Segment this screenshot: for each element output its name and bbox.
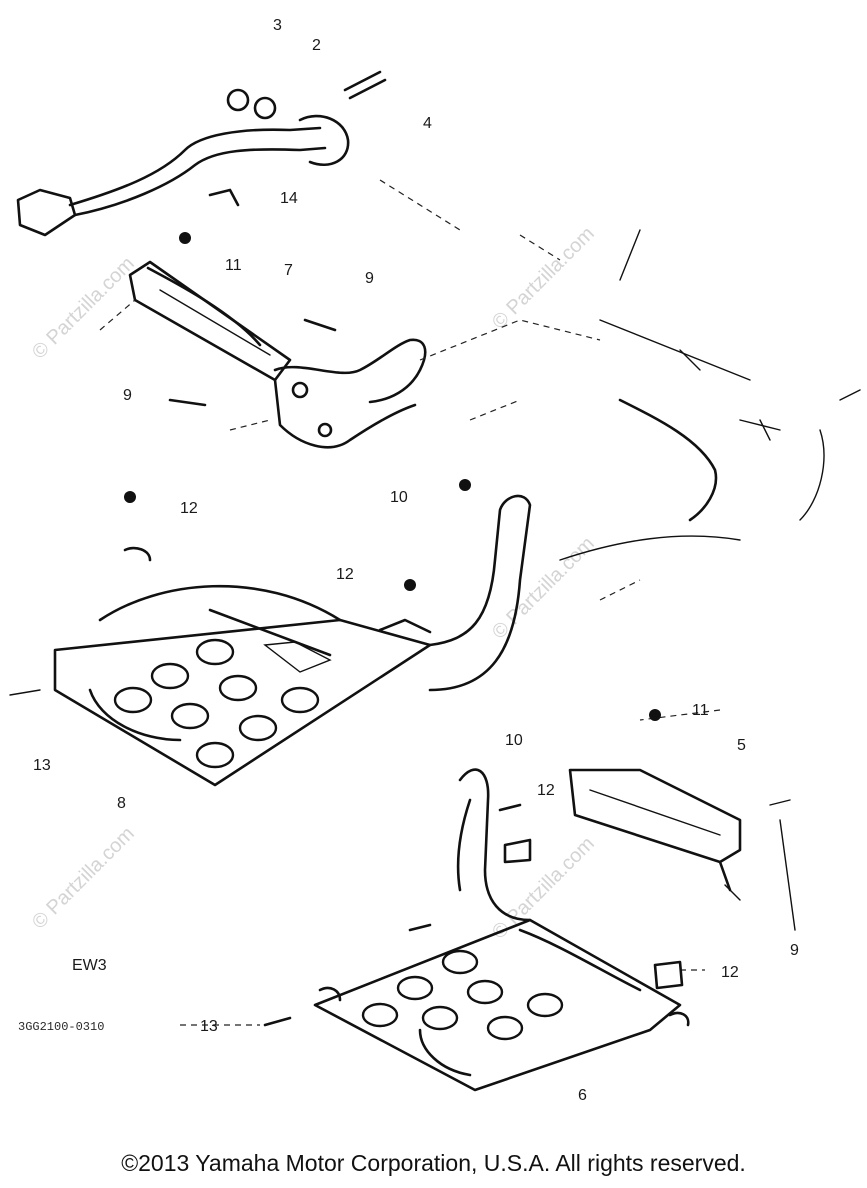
part-label-5: 5	[737, 737, 746, 754]
part-label-9: 9	[790, 942, 799, 959]
part-label-4: 4	[423, 115, 432, 132]
watermark-group: © Partzilla.com © Partzilla.com © Partzi…	[28, 223, 599, 944]
part-label-10: 10	[505, 732, 523, 749]
part-labels: 3 2 4 14 11 7 9 9 10 12 12 13 8 10 11 5 …	[18, 17, 799, 1104]
part-label-13: 13	[200, 1018, 218, 1035]
frame-section	[559, 229, 861, 561]
part-label-11: 11	[692, 702, 709, 719]
left-footboard	[9, 479, 532, 787]
part-label-3: 3	[273, 17, 282, 34]
part-label-12: 12	[180, 500, 198, 517]
stamp-label: EW3	[72, 957, 107, 974]
part-label-12: 12	[537, 782, 555, 799]
part-label-12: 12	[336, 566, 354, 583]
part-label-2: 2	[312, 37, 321, 54]
right-footrest-peg	[568, 709, 796, 931]
watermark-text: © Partzilla.com	[488, 533, 599, 644]
part-label-6: 6	[578, 1087, 587, 1104]
part-label-9: 9	[123, 387, 132, 404]
part-label-9: 9	[365, 270, 374, 287]
watermark-text: © Partzilla.com	[28, 823, 139, 934]
part-label-8: 8	[117, 795, 126, 812]
part-label-7: 7	[284, 262, 293, 279]
right-footboard	[263, 768, 690, 1092]
drawing-code: 3GG2100-0310	[18, 1020, 104, 1034]
part-label-11: 11	[225, 257, 242, 274]
pedal-lever	[16, 70, 387, 237]
upper-footrest-bracket	[128, 232, 427, 449]
watermark-text: © Partzilla.com	[28, 253, 139, 364]
part-label-13: 13	[33, 757, 51, 774]
leader-lines	[99, 179, 721, 1026]
part-label-12: 12	[721, 964, 739, 981]
watermark-text: © Partzilla.com	[488, 223, 599, 334]
copyright-notice: ©2013 Yamaha Motor Corporation, U.S.A. A…	[121, 1150, 746, 1176]
part-label-10: 10	[390, 489, 408, 506]
part-label-14: 14	[280, 190, 298, 207]
